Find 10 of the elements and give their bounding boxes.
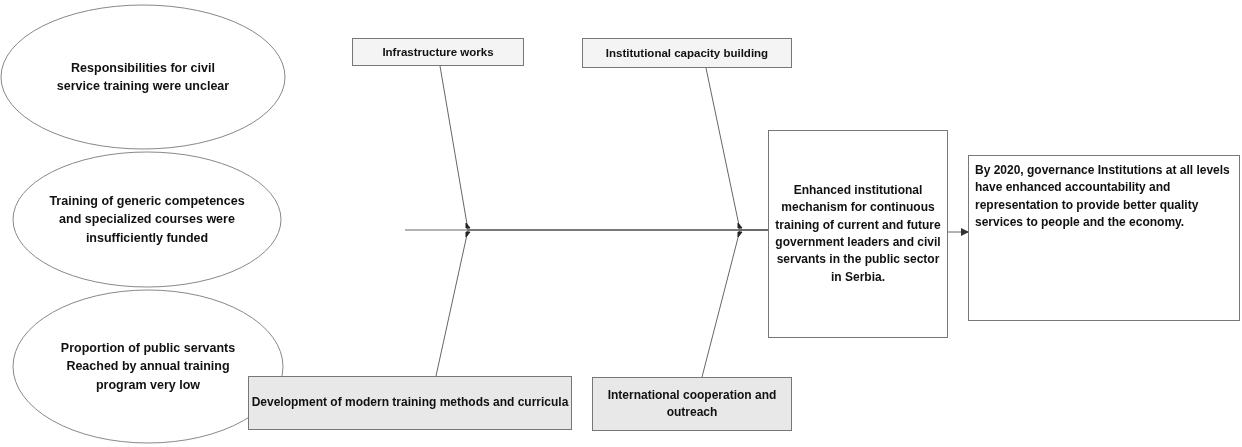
text-box: Enhanced institutional mechanism for continuous training of current and future government leaders and civil servants in the public sector in Serbia.	[768, 130, 948, 338]
text-box: Development of modern training methods and curricula	[248, 376, 572, 430]
text-box: By 2020, governance Institutions at all levels have enhanced accountability and representation to provide better quality services to people and the economy.	[968, 155, 1240, 321]
text-box: International cooperation and outreach	[592, 377, 792, 431]
text-box: Infrastructure works	[352, 38, 524, 66]
text-box: Institutional capacity building	[582, 38, 792, 68]
oval-node: Responsibilities for civil service training were unclear	[0, 4, 286, 150]
arrow	[947, 228, 969, 236]
connector-line	[701, 229, 769, 378]
oval-node: Training of generic competences and specialized courses were insufficiently funded	[12, 151, 282, 288]
